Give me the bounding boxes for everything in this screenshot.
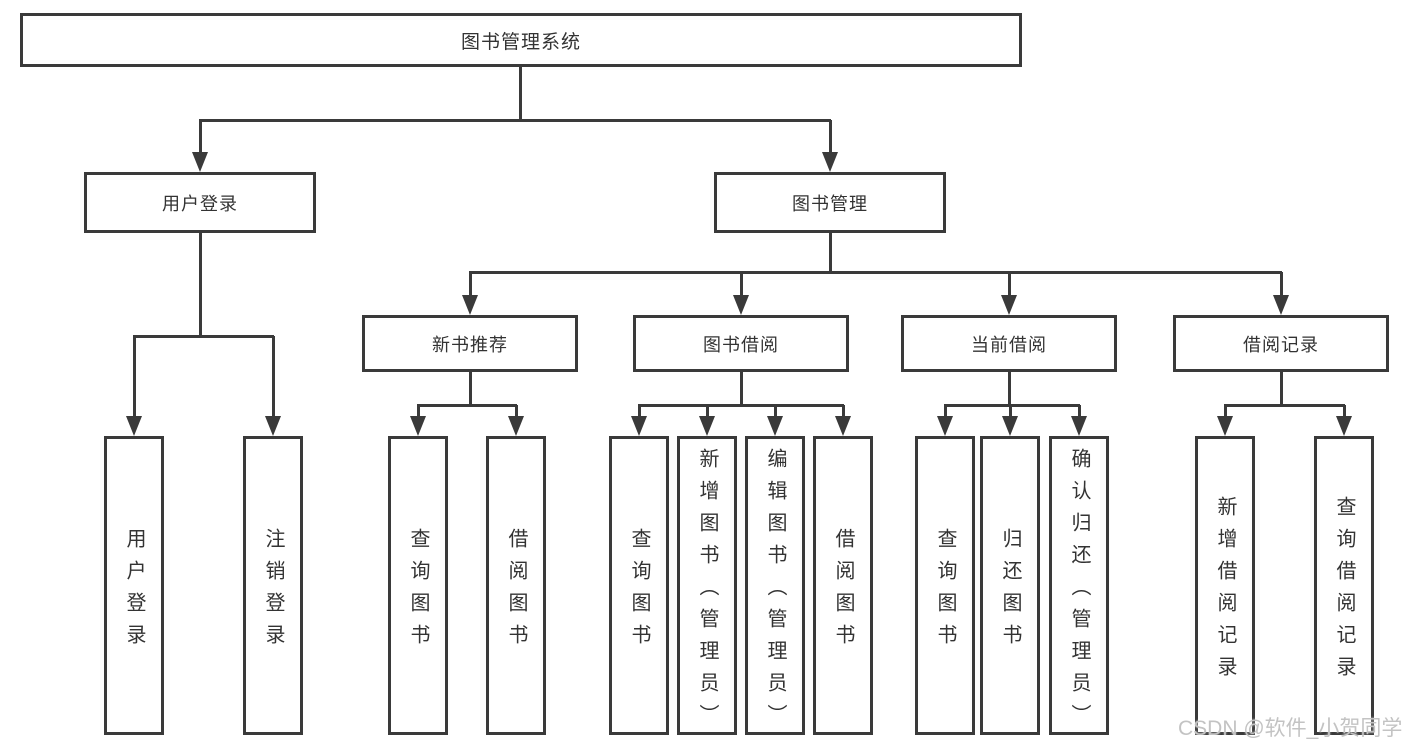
node-user-login: 用户登录	[84, 172, 316, 233]
connector-stub	[740, 372, 743, 405]
leaf-user-login: 用户登录	[104, 436, 164, 735]
arrow-down-icon	[937, 416, 953, 436]
leaf-borrow-books: 借阅图书	[813, 436, 873, 735]
connector-stub	[1280, 372, 1283, 405]
leaf-label: 归还图书	[999, 527, 1021, 656]
leaf-label: 注销登录	[262, 527, 284, 656]
connector-stem	[774, 405, 777, 420]
leaf-label: 新增图书（管理员）	[696, 447, 718, 736]
connector-book-mgmt-stub	[829, 233, 832, 272]
arrow-down-icon	[1273, 295, 1289, 315]
arrow-down-icon	[835, 416, 851, 436]
node-book-borrow: 图书借阅	[633, 315, 849, 372]
leaf-label: 查询图书	[934, 527, 956, 656]
arrow-down-icon	[508, 416, 524, 436]
arrow-down-icon	[410, 416, 426, 436]
node-root: 图书管理系统	[20, 13, 1022, 67]
arrow-down-icon	[699, 416, 715, 436]
connector-stem	[829, 120, 832, 156]
node-book-management: 图书管理	[714, 172, 946, 233]
leaf-add-borrow-record: 新增借阅记录	[1195, 436, 1255, 735]
leaf-query-books-rec: 查询图书	[388, 436, 448, 735]
arrow-down-icon	[733, 295, 749, 315]
leaf-label: 查询图书	[628, 527, 650, 656]
arrow-down-icon	[1217, 416, 1233, 436]
leaf-label: 借阅图书	[832, 527, 854, 656]
connector-stem	[417, 405, 420, 420]
connector-stem	[515, 405, 518, 420]
connector-stem	[706, 405, 709, 420]
connector-stem	[1280, 272, 1283, 299]
leaf-label: 借阅图书	[505, 527, 527, 656]
connector-currentborrow-hline	[944, 404, 1080, 407]
connector-stem	[1009, 405, 1012, 420]
arrow-down-icon	[1001, 295, 1017, 315]
connector-stem	[842, 405, 845, 420]
connector-newbook-hline	[417, 404, 517, 407]
connector-stem	[272, 336, 275, 420]
connector-stub	[1008, 372, 1011, 405]
connector-level2-hline	[199, 119, 831, 122]
connector-stem	[1224, 405, 1227, 420]
connector-stem	[199, 120, 202, 156]
connector-level3-hline	[469, 271, 1282, 274]
leaf-edit-books-admin: 编辑图书（管理员）	[745, 436, 805, 736]
arrow-down-icon	[265, 416, 281, 436]
arrow-down-icon	[126, 416, 142, 436]
node-new-book-recommend: 新书推荐	[362, 315, 578, 372]
node-borrow-record: 借阅记录	[1173, 315, 1389, 372]
connector-root-stub	[519, 67, 522, 120]
connector-stem	[944, 405, 947, 420]
connector-stem	[740, 272, 743, 299]
node-current-borrow: 当前借阅	[901, 315, 1117, 372]
leaf-label: 新增借阅记录	[1214, 495, 1236, 688]
connector-stem	[638, 405, 641, 420]
leaf-label: 查询借阅记录	[1333, 495, 1355, 688]
arrow-down-icon	[1071, 416, 1087, 436]
leaf-add-books-admin: 新增图书（管理员）	[677, 436, 737, 736]
leaf-query-borrow-record: 查询借阅记录	[1314, 436, 1374, 735]
leaf-label: 用户登录	[123, 527, 145, 656]
connector-user-login-stub	[199, 233, 202, 336]
leaf-return-books: 归还图书	[980, 436, 1040, 735]
leaf-query-books: 查询图书	[609, 436, 669, 735]
connector-stem	[1078, 405, 1081, 420]
leaf-label: 确认归还（管理员）	[1068, 447, 1090, 736]
leaf-query-books-current: 查询图书	[915, 436, 975, 735]
connector-stem	[1343, 405, 1346, 420]
connector-stem	[1008, 272, 1011, 299]
watermark: CSDN @软件_小贺同学	[1178, 717, 1403, 740]
arrow-down-icon	[631, 416, 647, 436]
connector-user-login-hline	[133, 335, 274, 338]
connector-stem	[133, 336, 136, 420]
connector-bookborrow-hline	[638, 404, 844, 407]
arrow-down-icon	[462, 295, 478, 315]
leaf-borrow-books-rec: 借阅图书	[486, 436, 546, 735]
leaf-confirm-return-admin: 确认归还（管理员）	[1049, 436, 1109, 736]
connector-stem	[469, 272, 472, 299]
connector-borrowrecord-hline	[1224, 404, 1345, 407]
arrow-down-icon	[1336, 416, 1352, 436]
arrow-down-icon	[822, 152, 838, 172]
leaf-label: 查询图书	[407, 527, 429, 656]
connector-stub	[469, 372, 472, 405]
leaf-label: 编辑图书（管理员）	[764, 447, 786, 736]
arrow-down-icon	[1002, 416, 1018, 436]
leaf-logout: 注销登录	[243, 436, 303, 735]
arrow-down-icon	[767, 416, 783, 436]
arrow-down-icon	[192, 152, 208, 172]
